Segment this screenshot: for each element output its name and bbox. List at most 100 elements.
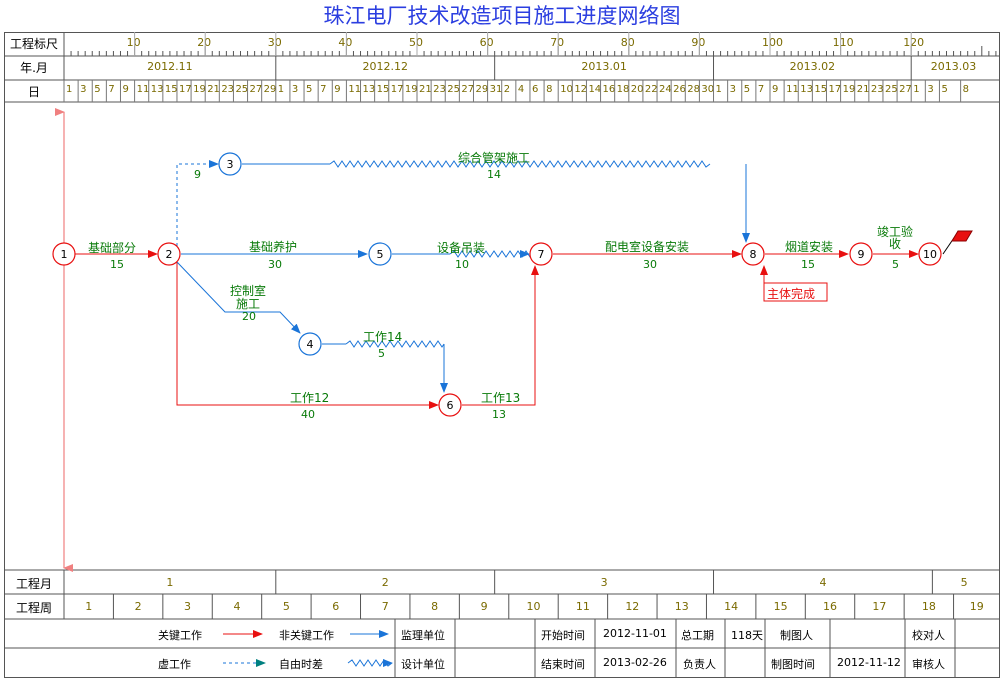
proj-week-cell: 3: [184, 600, 192, 613]
day-cell: 9: [334, 84, 341, 95]
day-cell: 7: [757, 84, 765, 95]
milestone-label: 主体完成: [767, 287, 816, 301]
day-cell: 31: [489, 84, 503, 95]
activity-duration-11: 5: [892, 258, 899, 271]
drawer-label: 制图人: [780, 629, 813, 642]
day-cell: 11: [786, 84, 799, 95]
activity-name-2: 综合管架施工: [458, 151, 531, 165]
legend-critical-label: 关键工作: [158, 629, 202, 642]
proj-week-cell: 12: [625, 600, 640, 613]
ruler-tick-label: 50: [409, 36, 423, 49]
activity-name-3: 基础养护: [249, 240, 298, 254]
day-cell: 19: [842, 84, 856, 95]
proj-week-cell: 1: [85, 600, 93, 613]
float-wave-4-6: [345, 340, 445, 348]
day-cell: 28: [687, 84, 700, 95]
month-cell: 2012.11: [147, 60, 193, 73]
node-label-6: 6: [447, 399, 454, 412]
day-cell: 19: [404, 84, 418, 95]
arrow-6-7: [462, 265, 539, 406]
day-cell: 15: [376, 84, 390, 95]
ruler-tick-label: 40: [338, 36, 353, 49]
node-label-4: 4: [307, 338, 314, 351]
day-cell: 23: [870, 84, 884, 95]
proj-week-cell: 19: [969, 600, 984, 613]
supervisor-label: 监理单位: [401, 629, 445, 642]
float-wave-3-8: [329, 160, 711, 168]
day-cell: 23: [433, 84, 446, 95]
month-row-label: 年.月: [20, 61, 48, 75]
end-time-label: 结束时间: [541, 658, 585, 671]
total-duration-label: 总工期: [681, 629, 714, 642]
day-cell: 9: [772, 84, 779, 95]
node-label-10: 10: [923, 248, 937, 261]
day-cell: 15: [814, 84, 828, 95]
ruler-tick-label: 110: [832, 36, 854, 49]
proj-month-cell: 3: [600, 576, 608, 589]
dummy-duration: 9: [194, 168, 201, 181]
day-cell: 23: [221, 84, 235, 95]
node-circle-7: [529, 242, 553, 266]
day-cell: 9: [122, 84, 129, 95]
proj-week-cell: 13: [674, 600, 689, 613]
ruler-tick-label: 80: [620, 36, 635, 49]
page-title: 珠江电厂技术改造项目施工进度网络图: [323, 4, 681, 28]
day-cell: 1: [913, 84, 920, 95]
day-cell: 13: [800, 84, 813, 95]
ruler-tick-label: 100: [762, 36, 783, 49]
node-label-7: 7: [538, 248, 545, 261]
proj-week-cell: 16: [823, 600, 837, 613]
month-cell: 2013.03: [930, 60, 977, 73]
ruler-tick-label: 120: [903, 36, 925, 49]
day-cell: 2: [503, 84, 511, 95]
activity-name-1: 基础部分: [88, 241, 137, 255]
day-cell: 6: [531, 84, 539, 95]
ruler-tick-label: 10: [126, 36, 141, 49]
day-cell: 5: [306, 84, 313, 95]
day-cell: 8: [546, 84, 553, 95]
node-circle-6: [438, 393, 462, 417]
day-cell: 5: [941, 84, 948, 95]
day-cell: 22: [644, 84, 658, 95]
arrow-2-4: [176, 261, 301, 334]
day-cell: 26: [673, 84, 686, 95]
day-cell: 29: [475, 84, 489, 95]
reviewer-label: 审核人: [912, 658, 945, 671]
day-cell: 12: [574, 84, 588, 95]
day-cell: 17: [390, 84, 404, 95]
activity-duration-8: 13: [492, 408, 506, 421]
proj-week-cell: 17: [872, 600, 887, 613]
day-cell: 25: [884, 84, 898, 95]
day-cell: 27: [899, 84, 912, 95]
day-cell: 13: [362, 84, 376, 95]
node-label-2: 2: [166, 248, 173, 261]
day-cell: 21: [207, 84, 220, 95]
draw-time-value: 2012-11-12: [837, 656, 901, 669]
activity-duration-6: 5: [378, 347, 385, 360]
activity-duration-3: 30: [268, 258, 282, 271]
node-circle-3: [218, 152, 242, 176]
day-cell: 17: [828, 84, 842, 95]
day-cell: 5: [94, 84, 101, 95]
day-cell: 29: [263, 84, 277, 95]
day-cell: 3: [729, 84, 736, 95]
proj-week-cell: 2: [134, 600, 142, 613]
finish-flag-icon: [951, 230, 973, 242]
month-cell: 2012.12: [362, 60, 408, 73]
day-row-label: 日: [27, 85, 40, 99]
day-cell: 1: [277, 84, 285, 95]
ruler-label: 工程标尺: [9, 37, 58, 51]
activity-duration-10: 15: [801, 258, 815, 271]
proj-week-cell: 6: [332, 600, 340, 613]
day-cell: 5: [743, 84, 751, 95]
day-cell: 14: [588, 84, 602, 95]
day-cell: 21: [419, 84, 432, 95]
node-label-3: 3: [227, 158, 234, 171]
day-cell: 4: [517, 84, 525, 95]
activity-duration-2: 14: [487, 168, 501, 181]
day-cell: 11: [136, 84, 150, 95]
day-cell: 13: [150, 84, 164, 95]
node-circle-2: [157, 242, 181, 266]
legend-noncritical-label: 非关键工作: [279, 629, 334, 642]
day-cell: 24: [659, 84, 672, 95]
